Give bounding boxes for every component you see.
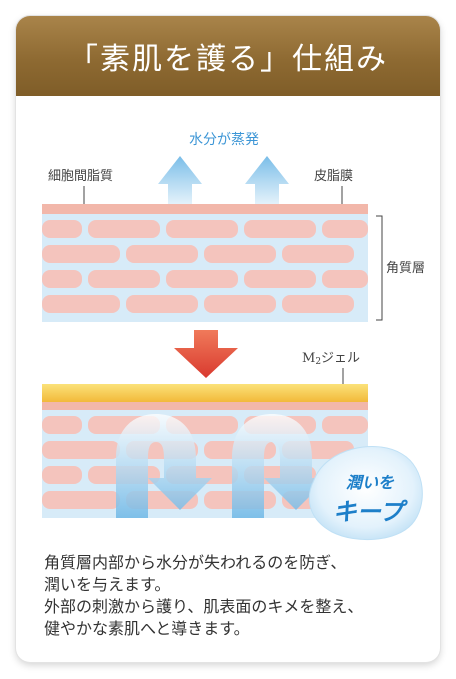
description-text: 角質層内部から水分が失われるのを防ぎ、 潤いを与えます。 外部の刺激から護り、肌… xyxy=(44,552,440,640)
badge-line1: 潤いを xyxy=(346,473,395,492)
evaporation-arrow-left-icon xyxy=(158,156,202,218)
stratum-corneum-label: 角質層 xyxy=(386,261,425,276)
moisture-loop-arrow-left-icon xyxy=(116,414,212,518)
moisture-loop-arrow-right-icon xyxy=(232,414,328,518)
description-line: 角質層内部から水分が失われるのを防ぎ、 xyxy=(44,553,347,572)
skin-layer-before xyxy=(42,204,368,322)
description-line: 健やかな素肌へと導きます。 xyxy=(44,619,250,638)
evaporation-arrow-right-icon xyxy=(245,156,289,218)
badge-line2: キープ xyxy=(333,498,409,526)
evaporation-label: 水分が蒸発 xyxy=(189,132,259,148)
gel-label: M2ジェル xyxy=(302,351,360,367)
description-line: 外部の刺激から護り、肌表面のキメを整え、 xyxy=(44,597,364,616)
intercellular-lipid-label: 細胞間脂質 xyxy=(48,169,113,184)
description-line: 潤いを与えます。 xyxy=(44,575,171,594)
sebum-film-label: 皮脂膜 xyxy=(314,169,353,184)
info-card: 「素肌を護る」仕組み xyxy=(16,16,440,662)
keep-moisture-badge: 潤いを キープ xyxy=(308,446,423,541)
page-title: 「素肌を護る」仕組み xyxy=(68,42,388,77)
skin-barrier-diagram: 水分が蒸発 細胞間脂質 皮脂膜 xyxy=(42,132,425,541)
header-banner: 「素肌を護る」仕組み xyxy=(16,16,440,96)
stratum-corneum-bracket xyxy=(376,215,383,321)
sebum-film xyxy=(42,204,368,214)
gel-layer xyxy=(42,384,368,402)
transition-arrow-icon xyxy=(174,330,238,378)
